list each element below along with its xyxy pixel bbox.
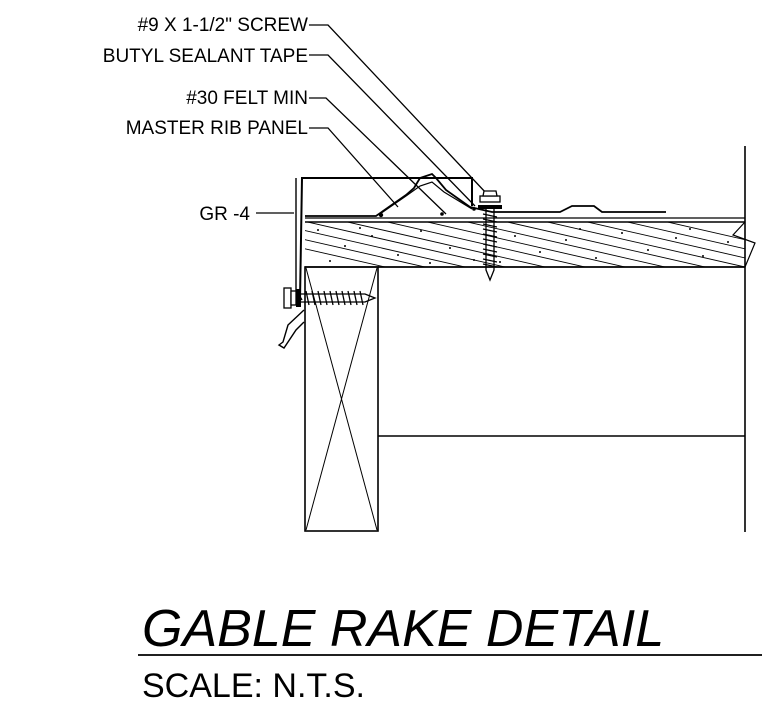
roof-screw (478, 190, 502, 282)
callout-screw: #9 X 1-1/2" SCREW (138, 15, 308, 36)
rake-trim-kickout (277, 309, 305, 349)
rake-trim (299, 177, 473, 301)
detail-title: GABLE RAKE DETAIL (142, 600, 664, 658)
leader-sealant (309, 54, 476, 207)
callout-sealant: BUTYL SEALANT TAPE (103, 46, 308, 67)
callout-trim: GR -4 (199, 204, 250, 225)
callout-felt: #30 FELT MIN (186, 88, 308, 109)
scale-label: SCALE: N.T.S. (142, 667, 365, 705)
deck-dots (317, 227, 729, 264)
rake-screw (283, 287, 377, 309)
wood-block (304, 266, 379, 532)
roof-panel-rib-inner (379, 181, 473, 215)
leader-panel (309, 127, 399, 208)
leader-felt (309, 97, 447, 215)
leader-lines (256, 24, 488, 215)
leader-screw (309, 24, 488, 195)
sealant-tape (378, 207, 476, 218)
callout-panel: MASTER RIB PANEL (126, 118, 308, 139)
rafter (378, 266, 745, 437)
roof-panel (305, 172, 666, 217)
